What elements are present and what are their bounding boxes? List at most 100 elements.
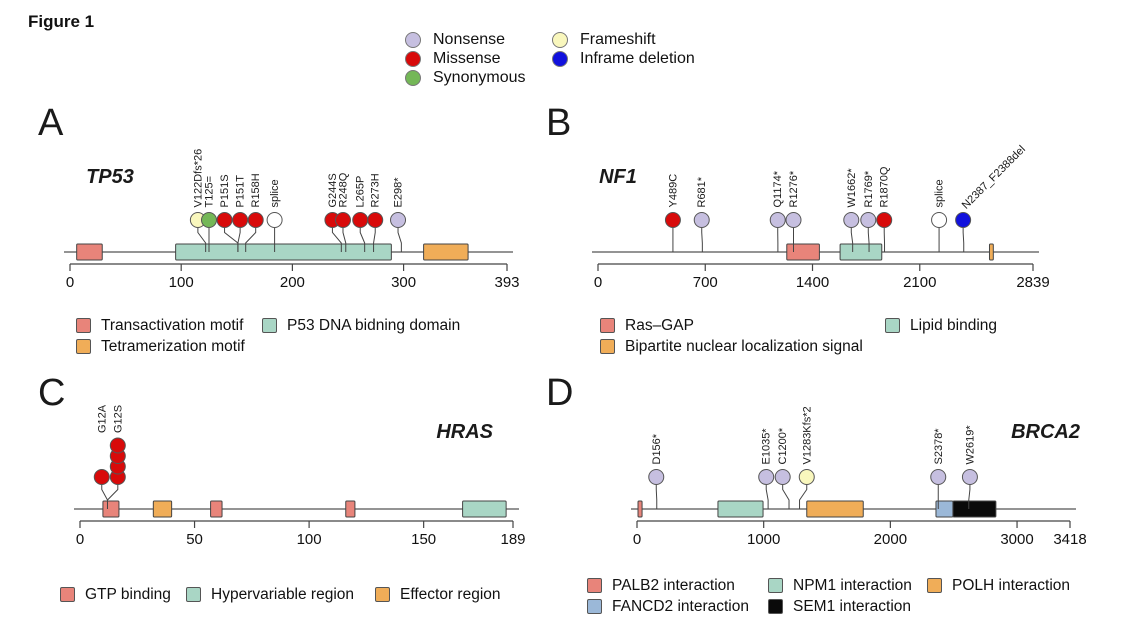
- mutation-circle-splice: [266, 212, 283, 228]
- domain-legend-label: Effector region: [400, 585, 501, 603]
- domain-legend-item-hypervariable-region: Hypervariable region: [186, 585, 354, 604]
- mutation-label-r1769: R1769*: [863, 170, 875, 207]
- mutation-label-q1174: Q1174*: [772, 170, 784, 207]
- synonymous-color-icon: [405, 69, 421, 86]
- mutation-stem-r1769: [867, 227, 870, 252]
- mutation-circle-p151t: [232, 212, 249, 228]
- mutation-stem-r158h: [245, 227, 257, 252]
- legend-item-inframe-deletion: Inframe deletion: [552, 49, 695, 68]
- mutation-circle-n2387-f2388del: [955, 212, 972, 228]
- domain-legend-label: GTP binding: [85, 585, 171, 603]
- mutation-label-r273h: R273H: [370, 173, 382, 207]
- legend-item-label: Synonymous: [433, 68, 526, 86]
- npm1-interaction-swatch-icon: [768, 578, 783, 593]
- x-axis-tick-label: 1400: [796, 274, 829, 291]
- mutation-circle-w2619: [961, 469, 978, 485]
- domain-legend-item-sem1-interaction: SEM1 interaction: [768, 597, 911, 616]
- mutation-circle-v1283kfs-2: [798, 469, 815, 485]
- mutation-circle-splice: [931, 212, 948, 228]
- mutation-circle-y489c: [664, 212, 681, 228]
- fancd2-interaction-swatch-icon: [587, 599, 602, 614]
- mutation-circle-r1870q: [876, 212, 893, 228]
- gene-name-brca2: BRCA2: [1011, 421, 1080, 443]
- mutation-circle-r1769: [860, 212, 877, 228]
- domain-box-tetramerization-motif: [423, 243, 469, 261]
- domain-legend-item-effector-region: Effector region: [375, 585, 501, 604]
- mutation-circle-q1174: [769, 212, 786, 228]
- legend-item-synonymous: Synonymous: [405, 68, 526, 87]
- x-axis-tick-label: 200: [280, 274, 305, 291]
- mutation-stem-e298: [397, 227, 402, 252]
- missense-color-icon: [405, 50, 421, 67]
- mutation-circle-p151s: [216, 212, 233, 228]
- mutation-label-s2378: S2378*: [933, 428, 945, 465]
- domain-box-sem1-interaction: [952, 500, 997, 518]
- mutation-label-p151s: P151S: [219, 174, 231, 207]
- domain-box-palb2-interaction: [637, 500, 643, 518]
- x-axis-tick-label: 0: [66, 274, 74, 291]
- x-axis-tick-label: 0: [633, 531, 641, 548]
- legend-item-label: Inframe deletion: [580, 49, 695, 67]
- mutation-label-splice: splice: [934, 179, 946, 207]
- panel-letter-b: B: [546, 102, 572, 144]
- mutation-circle-w1662: [843, 212, 860, 228]
- domain-legend-label: P53 DNA bidning domain: [287, 316, 461, 334]
- domain-legend-label: Lipid binding: [910, 316, 998, 334]
- x-axis-tick-label: 700: [693, 274, 718, 291]
- mutation-circle-g12a: [93, 469, 110, 485]
- x-axis-tick-label: 50: [186, 531, 203, 548]
- figure-title: Figure 1: [28, 12, 95, 31]
- polh-interaction-swatch-icon: [927, 578, 942, 593]
- domain-legend-label: NPM1 interaction: [793, 576, 912, 594]
- legend-item-frameshift: Frameshift: [552, 30, 656, 49]
- mutation-circle-r1276: [785, 212, 802, 228]
- mutation-stem-g244s: [331, 227, 342, 252]
- gene-name-hras: HRAS: [436, 421, 493, 443]
- mutation-label-w2619: W2619*: [964, 425, 976, 465]
- mutation-circle-c1200: [774, 469, 791, 485]
- domain-box-effector-region: [152, 500, 173, 518]
- x-axis-tick-label: 0: [594, 274, 602, 291]
- p53-dna-bidning-domain-swatch-icon: [262, 318, 277, 333]
- x-axis-tick-label: 100: [297, 531, 322, 548]
- mutation-label-r681: R681*: [696, 176, 708, 207]
- domain-box-gtp-binding: [345, 500, 356, 518]
- legend-item-missense: Missense: [405, 49, 501, 68]
- mutation-circle-s2378: [930, 469, 947, 485]
- panel-letter-d: D: [546, 372, 574, 414]
- domain-box-hypervariable-region: [462, 500, 507, 518]
- domain-legend-label: Hypervariable region: [211, 585, 355, 603]
- domain-legend-item-npm1-interaction: NPM1 interaction: [768, 576, 912, 595]
- mutation-circle-t125: [200, 212, 217, 228]
- sem1-interaction-swatch-icon: [768, 599, 783, 614]
- mutation-label-r1870q: R1870Q: [879, 166, 891, 207]
- domain-legend-item-bipartite-nuclear-localization-signal: Bipartite nuclear localization signal: [600, 337, 863, 356]
- mutation-label-v122dfs-26: V122Dfs*26: [192, 149, 204, 208]
- x-axis-tick-label: 300: [391, 274, 416, 291]
- mutation-label-g12s: G12S: [112, 405, 124, 433]
- domain-box-npm1-interaction: [717, 500, 764, 518]
- mutation-stem-v1283kfs-2: [799, 484, 808, 509]
- panel-letter-a: A: [38, 102, 64, 144]
- x-axis-tick-label: 393: [494, 274, 519, 291]
- domain-legend-label: Tetramerization motif: [101, 337, 245, 355]
- mutation-label-v1283kfs-2: V1283Kfs*2: [801, 406, 813, 464]
- mutation-label-d156: D156*: [651, 433, 663, 464]
- mutation-circle-e298: [390, 212, 407, 228]
- domain-legend-label: POLH interaction: [952, 576, 1071, 594]
- mutation-stem-r681: [701, 227, 703, 252]
- gene-name-nf1: NF1: [599, 166, 637, 188]
- mutation-circle-r681: [693, 212, 710, 228]
- domain-legend-label: SEM1 interaction: [793, 597, 912, 615]
- x-axis-tick-label: 2839: [1016, 274, 1049, 291]
- mutation-stem-r273h: [373, 227, 376, 252]
- transactivation-motif-swatch-icon: [76, 318, 91, 333]
- mutation-circle-r273h: [367, 212, 384, 228]
- mutation-label-e1035: E1035*: [761, 428, 773, 465]
- domain-legend-item-polh-interaction: POLH interaction: [927, 576, 1070, 595]
- x-axis-tick-label: 3000: [1000, 531, 1033, 548]
- x-axis-tick-label: 1000: [747, 531, 780, 548]
